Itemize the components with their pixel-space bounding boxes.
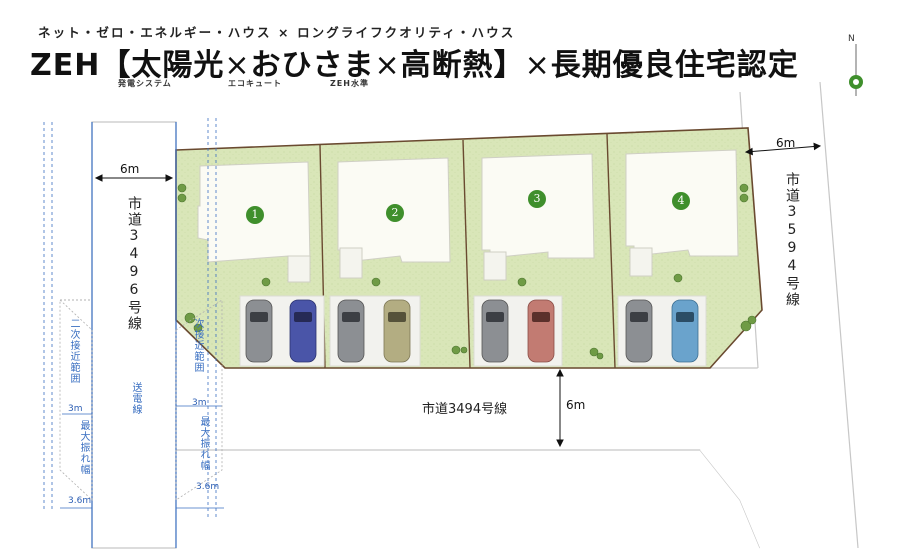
title-bracket-open: 【 [100, 48, 132, 83]
left-approach-width: 3m [68, 404, 83, 414]
lot-number-3: 3 [528, 190, 546, 208]
east-road-width: 6m [776, 136, 796, 150]
title-times-1: × [224, 48, 251, 83]
right-swing-width: 3.6m [196, 482, 220, 492]
east-road-label: 市道3594号線 [784, 172, 800, 308]
lot-number-1: 1 [246, 206, 264, 224]
south-road [176, 310, 858, 548]
car [527, 299, 555, 363]
shrubs [177, 183, 757, 360]
car [245, 299, 273, 363]
power-line-zone [43, 118, 224, 548]
left-swing-width: 3.6m [68, 496, 92, 506]
car [671, 299, 699, 363]
title-bracket-close: 】 [493, 48, 525, 83]
note-insulation: ZEH水準 [330, 79, 369, 88]
car [337, 299, 365, 363]
car [383, 299, 411, 363]
right-approach-width: 3m [192, 398, 207, 408]
title-times-2: × [374, 48, 401, 83]
note-ohisama: エコキュート [228, 79, 282, 88]
header-kana-line: ネット・ゼロ・エネルギー・ハウス × ロングライフクオリティ・ハウス [38, 25, 516, 40]
title-ohisama: おひさま [250, 48, 375, 83]
south-road-label: 市道3494号線 [422, 402, 508, 417]
title-zeh: ZEH [30, 48, 101, 83]
west-road [91, 121, 177, 549]
note-solar: 発電システム [118, 79, 172, 88]
lot-number-2: 2 [386, 204, 404, 222]
west-road-label: 市道3496号線 [126, 196, 142, 332]
compass-icon [849, 44, 863, 96]
car [289, 299, 317, 363]
lot-number-4: 4 [672, 192, 690, 210]
power-line-label: 送電線 [130, 382, 141, 415]
header-title: ZEH【太陽光×おひさま×高断熱】×長期優良住宅認定 [30, 40, 799, 84]
east-road [700, 82, 858, 548]
right-swing-label: 最大振れ幅 [198, 416, 209, 471]
left-approach-label: 二次接近範囲 [68, 318, 79, 384]
title-certification: 長期優良住宅認定 [550, 48, 799, 83]
title-insulation: 高断熱 [400, 48, 494, 83]
cars [245, 299, 699, 363]
car [481, 299, 509, 363]
title-times-3: × [524, 48, 551, 83]
car [625, 299, 653, 363]
dimension-lines [94, 142, 822, 448]
right-approach-label: 次接近範囲 [192, 318, 203, 373]
west-road-width: 6m [120, 162, 140, 176]
compass-label: N [848, 34, 855, 44]
south-road-width: 6m [566, 398, 586, 412]
left-swing-label: 最大振れ幅 [78, 420, 89, 475]
title-solar: 太陽光 [131, 48, 225, 83]
